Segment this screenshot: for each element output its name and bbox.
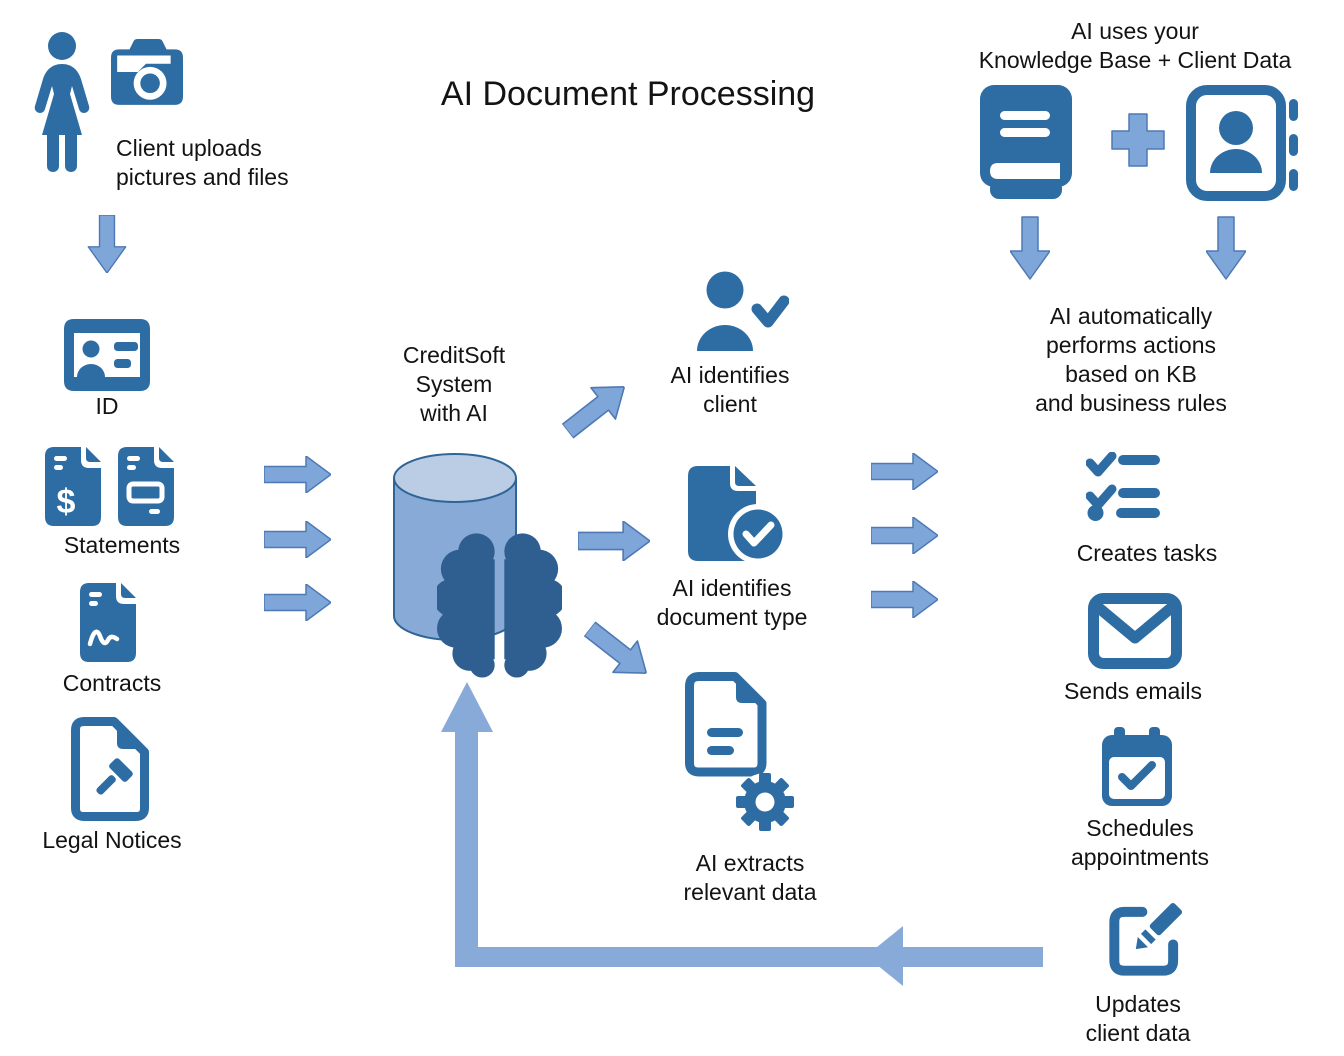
right-arrow-icon <box>871 453 938 490</box>
return-arrow-left-head <box>866 926 903 986</box>
camera-icon <box>111 39 183 105</box>
return-arrow-vertical-bar <box>455 727 478 967</box>
envelope-icon <box>1088 593 1182 669</box>
edit-icon <box>1109 902 1183 976</box>
contract-icon <box>80 583 136 662</box>
label-id: ID <box>95 393 119 419</box>
right-arrow-icon <box>264 584 331 621</box>
label-contracts: Contracts <box>62 670 162 696</box>
checklist-icon <box>1086 452 1160 521</box>
label-identifies-doctype: AI identifies document type <box>656 575 808 630</box>
label-identifies-client: AI identifies client <box>670 362 790 417</box>
page-title: AI Document Processing <box>440 75 816 113</box>
down-arrow-icon <box>1206 216 1246 280</box>
label-creates-tasks: Creates tasks <box>1076 540 1218 566</box>
id-card-icon <box>64 319 150 391</box>
document-gear-icon <box>685 672 794 831</box>
statement-doc-icon <box>118 447 174 526</box>
right-arrow-icon <box>871 581 938 618</box>
woman-icon <box>34 32 90 172</box>
label-statements: Statements <box>63 532 181 558</box>
diagonal-up-arrow-icon <box>561 386 626 439</box>
right-arrow-icon <box>871 517 938 554</box>
calendar-check-icon <box>1102 727 1172 806</box>
label-schedules: Schedules appointments <box>1070 815 1210 870</box>
label-client-uploads: Client uploads pictures and files <box>116 135 289 190</box>
contact-card-icon <box>1186 85 1298 201</box>
down-arrow-icon <box>1010 216 1050 280</box>
label-kb-heading: AI uses your Knowledge Base + Client Dat… <box>978 18 1292 73</box>
label-kb-actions: AI automatically performs actions based … <box>1035 303 1227 416</box>
return-arrow-up-head <box>441 682 493 732</box>
label-updates: Updates client data <box>1085 991 1191 1046</box>
return-arrow-horizontal-bar <box>455 947 1043 967</box>
down-arrow-icon <box>87 215 127 273</box>
right-arrow-icon <box>578 521 650 561</box>
statement-dollar-icon: $ <box>45 447 101 526</box>
svg-text:$: $ <box>57 483 76 521</box>
label-legal-notices: Legal Notices <box>42 827 182 853</box>
person-check-icon <box>697 271 789 351</box>
label-creditsoft-system: CreditSoft System with AI <box>402 342 506 426</box>
brain-icon <box>437 533 562 678</box>
plus-icon <box>1111 113 1165 167</box>
label-sends-emails: Sends emails <box>1063 678 1203 704</box>
label-extracts-data: AI extracts relevant data <box>683 850 817 905</box>
legal-notice-icon <box>71 717 149 821</box>
right-arrow-icon <box>264 521 331 558</box>
diagonal-down-arrow-icon <box>583 621 648 674</box>
right-arrow-icon <box>264 456 331 493</box>
document-check-icon <box>688 466 786 564</box>
book-icon <box>980 85 1072 199</box>
